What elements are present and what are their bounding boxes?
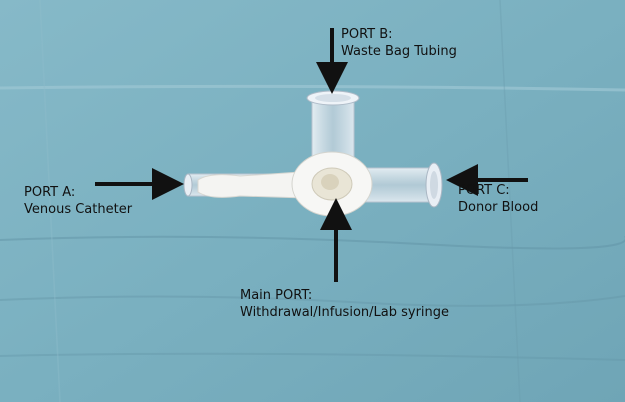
port-a-title: PORT A:	[24, 185, 76, 200]
label-port-b: PORT B: Waste Bag Tubing	[341, 26, 457, 60]
main-port-desc: Withdrawal/Infusion/Lab syringe	[240, 305, 450, 320]
label-port-a: PORT A: Venous Catheter	[24, 184, 132, 218]
port-b-desc: Waste Bag Tubing	[341, 44, 457, 59]
main-port-title: Main PORT:	[240, 288, 313, 303]
port-b-title: PORT B:	[341, 27, 393, 42]
port-c-title: PORT C:	[458, 183, 510, 198]
main-port-body	[291, 151, 373, 217]
port-c-desc: Donor Blood	[458, 200, 539, 215]
port-a-desc: Venous Catheter	[24, 202, 133, 217]
stopcock-handle	[197, 171, 306, 199]
label-main-port: Main PORT: Withdrawal/Infusion/Lab syrin…	[240, 287, 449, 321]
label-port-c: PORT C: Donor Blood	[458, 182, 538, 216]
port-b-tube	[306, 90, 360, 159]
